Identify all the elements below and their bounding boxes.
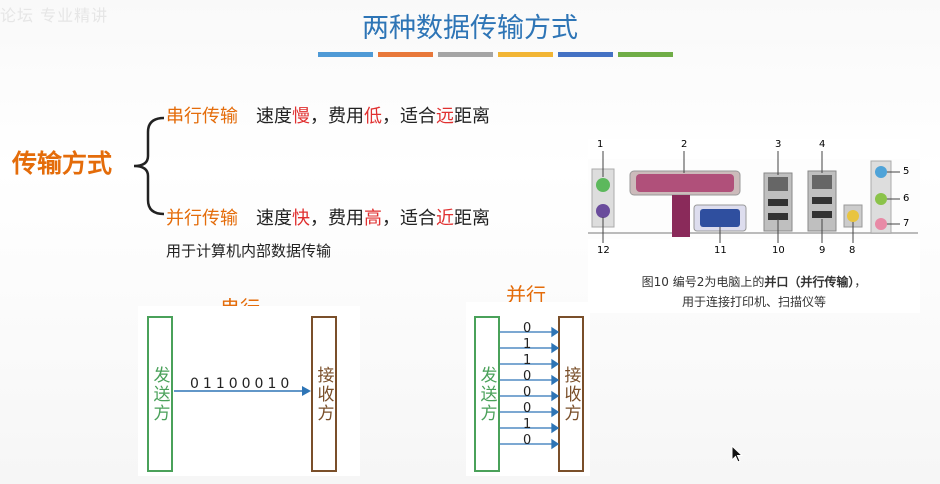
parallel-keyword: 并行传输 [166,208,238,229]
parallel-sender-box: 发送方 [474,316,500,472]
caption-text: ， [854,275,867,289]
receiver-label: 接收方 [313,365,334,423]
parallel-bit: 0 [523,321,532,336]
port-number: 2 [681,139,688,150]
stripe [618,52,673,57]
motherboard-ports-icon [588,151,920,243]
watermark: 论坛 专业精讲 [0,6,109,25]
highlight: 近 [436,208,454,229]
text: 距离 [454,106,490,127]
highlight: 慢 [292,106,310,127]
sender-label: 发送方 [149,365,170,423]
serial-arrow-icon [174,386,311,396]
parallel-line: 并行传输速度快，费用高，适合近距离 [166,204,490,230]
mouse-cursor-icon [731,445,743,463]
serial-line: 串行传输速度慢，费用低，适合远距离 [166,102,490,128]
port-number: 8 [849,245,856,256]
port-number: 4 [819,139,826,150]
text: 速度 [256,208,292,229]
parallel-bit: 1 [523,417,532,432]
caption-text: 图10 编号2为电脑上的 [641,275,765,289]
serial-bits: 01100010 [190,376,294,392]
brace-icon [133,116,165,216]
photo-caption-line1: 图10 编号2为电脑上的并口（并行传输）， [588,273,920,290]
stripe [318,52,373,57]
text: 速度 [256,106,292,127]
parallel-note: 用于计算机内部数据传输 [166,242,332,260]
text: ，适合 [382,106,436,127]
port-panel-image: 1 2 3 4 5 6 7 8 9 10 11 12 [588,139,920,313]
parallel-diagram: 发送方 接收方 0 1 1 0 0 0 1 0 [466,302,590,476]
parallel-receiver-box: 接收方 [558,316,584,472]
port-number: 7 [903,218,910,229]
parallel-bit: 1 [523,337,532,352]
text: 距离 [454,208,490,229]
port-number: 3 [775,139,782,150]
text: ，费用 [310,208,364,229]
highlight: 低 [364,106,382,127]
slide-title: 两种数据传输方式 [362,13,578,44]
parallel-bit: 0 [523,369,532,384]
parallel-bit: 0 [523,433,532,448]
parallel-bit: 1 [523,353,532,368]
photo-caption-line2: 用于连接打印机、扫描仪等 [681,295,826,309]
stripe [498,52,553,57]
port-number: 9 [819,245,826,256]
parallel-arrows-icon [500,326,560,450]
stripe [378,52,433,57]
receiver-label: 接收方 [560,365,581,423]
stripe [558,52,613,57]
title-stripes [318,52,673,57]
parallel-bit: 0 [523,385,532,400]
port-number: 10 [772,245,785,256]
highlight: 高 [364,208,382,229]
sender-label: 发送方 [476,365,497,423]
serial-receiver-box: 接收方 [311,316,337,472]
main-label: 传输方式 [12,149,113,178]
stripe [438,52,493,57]
text: ，费用 [310,106,364,127]
highlight: 远 [436,106,454,127]
serial-keyword: 串行传输 [166,106,238,127]
serial-sender-box: 发送方 [147,316,173,472]
serial-diagram: 发送方 接收方 01100010 [138,306,360,476]
highlight: 快 [292,208,310,229]
port-number: 1 [597,139,604,150]
port-number: 5 [903,166,910,177]
caption-bold: 并口（并行传输） [764,275,855,289]
parallel-bit: 0 [523,401,532,416]
port-number: 6 [903,193,910,204]
port-number: 12 [597,245,610,256]
port-number: 11 [714,245,727,256]
text: ，适合 [382,208,436,229]
